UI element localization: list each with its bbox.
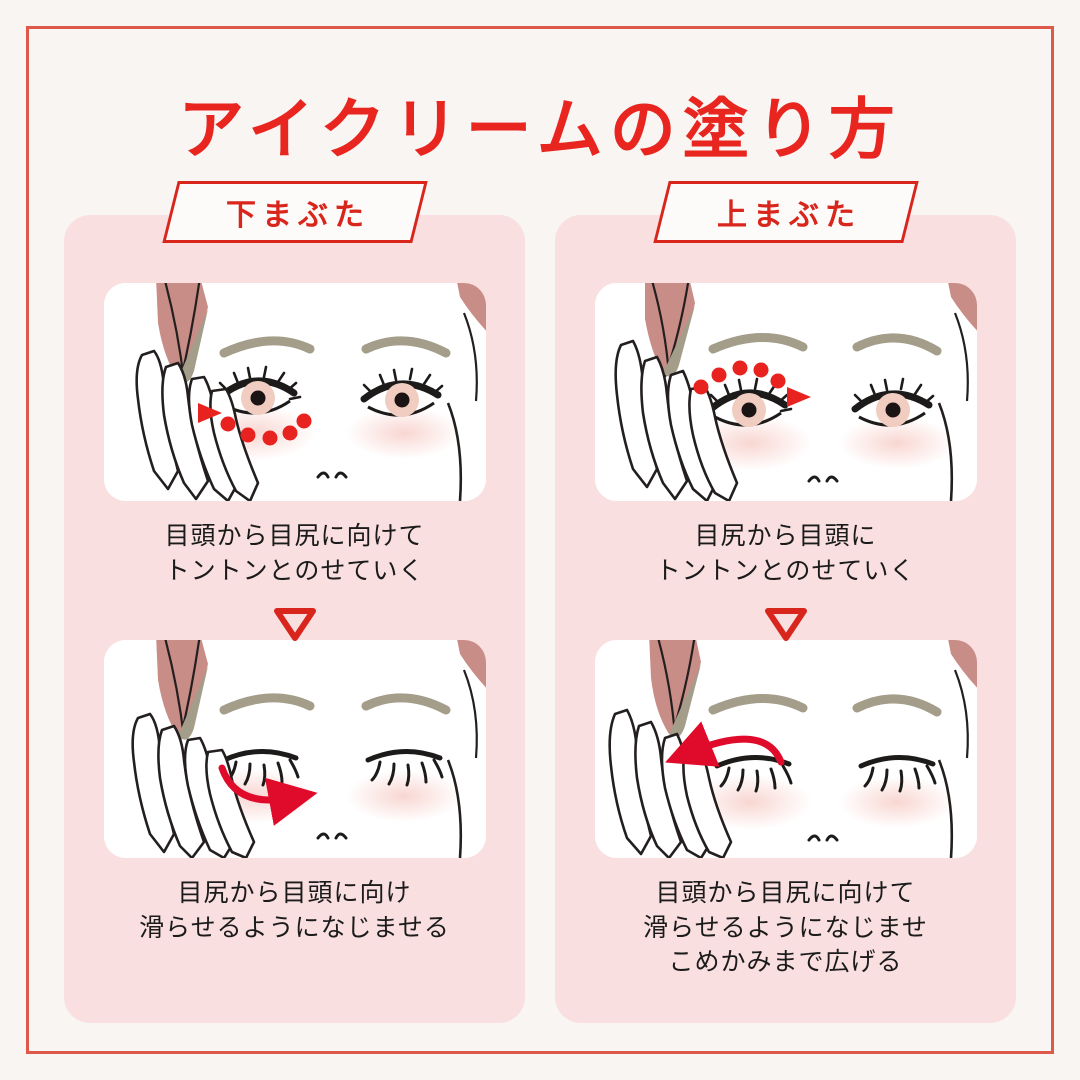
banner-label: 上まぶた: [716, 198, 861, 233]
step-caption: 目尻から目頭に向け 滑らせるようになじませる: [139, 879, 450, 942]
step-lower-1: 目頭から目尻に向けて トントンとのせていく: [64, 283, 525, 613]
divider-triangle-down-lower: [273, 608, 316, 641]
banner-label: 下まぶた: [225, 198, 370, 233]
step-caption: 目頭から目尻に向けて 滑らせるようになじませ こめかみまで広げる: [643, 879, 928, 976]
arrow-curve-right: [218, 764, 318, 826]
divider-triangle-down-upper: [764, 608, 807, 641]
dot-markers: [693, 360, 785, 395]
banner-upper-eyelid: 上まぶた: [652, 181, 919, 243]
column-lower-eyelid: 下まぶた: [64, 181, 525, 1023]
step-upper-2: 目頭から目尻に向けて 滑らせるようになじませ こめかみまで広げる: [555, 640, 1016, 1005]
step-lower-2: 目尻から目頭に向け 滑らせるようになじませる: [64, 640, 525, 970]
step-caption: 目頭から目尻に向けて トントンとのせていく: [164, 522, 425, 585]
illustration-face-tapping-under-eye: [103, 283, 486, 501]
banner-lower-eyelid: 下まぶた: [161, 181, 428, 243]
illustration-face-gliding-upper-eye: [594, 640, 977, 858]
page-title: アイクリームの塗り方: [178, 90, 902, 169]
triangle-right-marker: [197, 403, 222, 423]
illustration-face-tapping-upper-eye: [594, 283, 977, 501]
illustration-face-gliding-under-eye: [103, 640, 486, 858]
column-upper-eyelid: 上まぶた: [555, 181, 1016, 1023]
step-caption: 目尻から目頭に トントンとのせていく: [655, 522, 916, 585]
triangle-right-marker: [786, 387, 811, 407]
dot-markers: [220, 413, 311, 446]
columns-container: 下まぶた: [64, 181, 1016, 1023]
step-upper-1: 目尻から目頭に トントンとのせていく: [555, 283, 1016, 613]
arrow-curve-left: [664, 721, 784, 767]
